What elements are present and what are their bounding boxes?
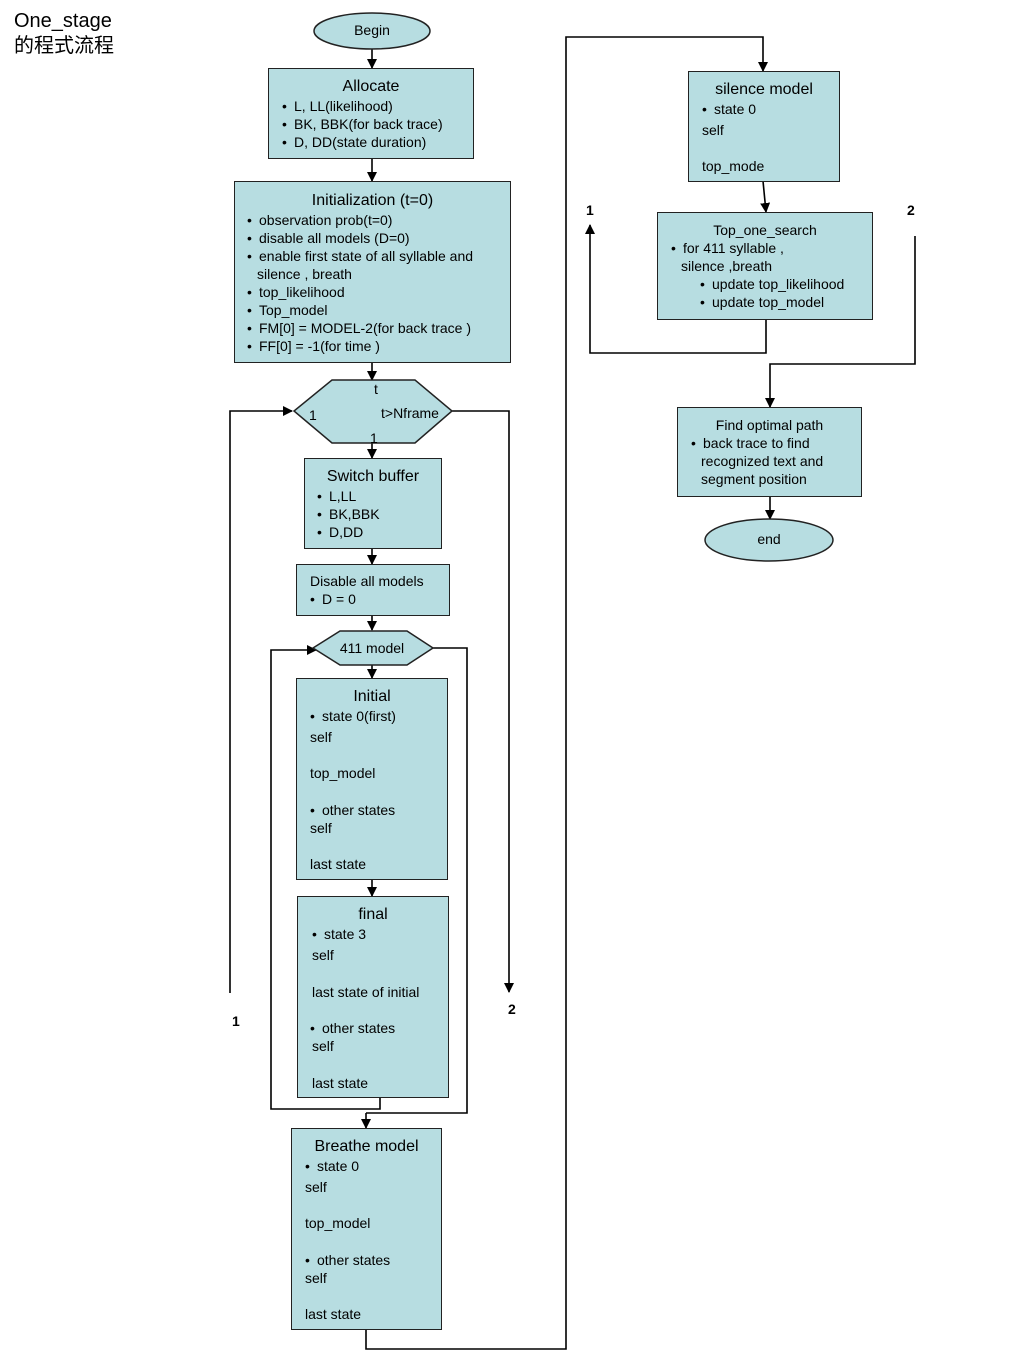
switch-title: Switch buffer <box>326 468 420 485</box>
findpath-title: Find optimal path <box>715 417 824 433</box>
topone-subitem: update top_model <box>671 293 872 311</box>
connector-right-2: 2 <box>907 202 915 218</box>
topone-item-continued: silence ,breath <box>681 258 773 274</box>
switch-item: L,LL <box>317 487 441 505</box>
allocate-item: L, LL(likelihood) <box>282 97 473 115</box>
arrow-silence-topone <box>760 180 771 213</box>
connector-left-1: 1 <box>232 1013 240 1029</box>
topone-item: for 411 syllable , <box>671 239 872 257</box>
connector-bottom-2: 2 <box>508 1001 516 1017</box>
switch-item: BK,BBK <box>317 505 441 523</box>
silence-model-box: silence model state 0 self top_mode <box>688 71 840 182</box>
wire-2-findpath <box>765 236 916 408</box>
allocate-item: D, DD(state duration) <box>282 133 473 151</box>
init-item: top_likelihood <box>247 283 510 301</box>
final-other-states: other states <box>310 1019 395 1037</box>
final-box: final state 3 self last state of initial… <box>297 896 449 1098</box>
loop-t-condition: t>Nframe <box>381 405 439 421</box>
allocate-box: Allocate L, LL(likelihood) BK, BBK(for b… <box>268 68 474 159</box>
init-item: Top_model <box>247 301 510 319</box>
initial-box: Initial state 0(first) self top_model ot… <box>296 678 448 880</box>
wire-topone-to-1 <box>585 224 767 354</box>
findpath-item-continued: segment position <box>701 471 807 487</box>
disable-title: Disable all models <box>310 573 424 589</box>
final-last-state-of-initial: last state of initial <box>312 984 420 1000</box>
initial-state0: state 0(first) <box>310 707 447 725</box>
loop-411-exit <box>366 647 468 1114</box>
loop-t-bottom-one: 1 <box>370 430 378 446</box>
title-line-2: 的程式流程 <box>14 33 114 57</box>
breathe-last-state: last state <box>305 1306 362 1322</box>
init-item: observation prob(t=0) <box>247 211 510 229</box>
silence-title: silence model <box>715 81 813 98</box>
end-shape <box>704 518 834 562</box>
topone-subitem: update top_likelihood <box>671 275 872 293</box>
final-state3: state 3 <box>312 925 448 943</box>
allocate-title: Allocate <box>342 78 400 95</box>
initial-other-states: other states <box>310 801 395 819</box>
find-optimal-path-box: Find optimal path back trace to find rec… <box>677 407 862 497</box>
end-label: end <box>757 531 781 547</box>
breathe-self-2: self <box>305 1270 327 1286</box>
final-title: final <box>358 906 388 923</box>
final-self-2: self <box>312 1038 334 1054</box>
final-self-1: self <box>312 947 334 963</box>
breathe-model-box: Breathe model state 0 self top_model oth… <box>291 1128 442 1330</box>
topone-title: Top_one_search <box>713 222 817 238</box>
final-last-state: last state <box>312 1075 369 1091</box>
initial-self-2: self <box>310 820 332 836</box>
initial-last-state: last state <box>310 856 367 872</box>
disable-item: D = 0 <box>310 590 449 608</box>
allocate-item: BK, BBK(for back trace) <box>282 115 473 133</box>
loop-t-back <box>229 406 293 993</box>
breathe-title: Breathe model <box>314 1138 419 1155</box>
initialization-box: Initialization (t=0) observation prob(t=… <box>234 181 511 363</box>
begin-label: Begin <box>354 22 390 38</box>
breathe-other-states: other states <box>305 1251 390 1269</box>
connector-right-1: 1 <box>586 202 594 218</box>
silence-self: self <box>702 122 724 138</box>
init-item: FM[0] = MODEL-2(for back trace ) <box>247 319 510 337</box>
init-item: disable all models (D=0) <box>247 229 510 247</box>
silence-state0: state 0 <box>702 100 839 118</box>
top-one-search-box: Top_one_search for 411 syllable , silenc… <box>657 212 873 320</box>
loop-t-left-one: 1 <box>309 407 317 423</box>
initial-title: Initial <box>353 688 391 705</box>
findpath-item-continued: recognized text and <box>701 453 824 469</box>
initial-top-model: top_model <box>310 765 376 781</box>
loop-t-var: t <box>374 381 378 397</box>
init-title: Initialization (t=0) <box>311 192 434 209</box>
loop-t-exit <box>452 410 514 993</box>
breathe-self-1: self <box>305 1179 327 1195</box>
init-item-continued: silence , breath <box>257 266 352 282</box>
switch-buffer-box: Switch buffer L,LL BK,BBK D,DD <box>304 458 442 549</box>
silence-top-mode: top_mode <box>702 158 765 174</box>
breathe-top-model: top_model <box>305 1215 371 1231</box>
findpath-item: back trace to find <box>691 434 861 452</box>
initial-self-1: self <box>310 729 332 745</box>
page-title: One_stage 的程式流程 <box>14 9 114 57</box>
loop-411-label: 411 model <box>339 640 405 656</box>
loop-411-back <box>270 645 381 1110</box>
loop-411-shape <box>311 630 435 666</box>
title-line-1: One_stage <box>14 10 112 32</box>
disable-models-box: Disable all models D = 0 <box>296 564 450 616</box>
begin-shape <box>313 12 431 50</box>
loop-t-shape <box>292 379 454 444</box>
switch-item: D,DD <box>317 523 441 541</box>
breathe-state0: state 0 <box>305 1157 441 1175</box>
init-item: enable first state of all syllable and <box>247 247 510 265</box>
wire-breathe-silence <box>365 36 768 1350</box>
init-item: FF[0] = -1(for time ) <box>247 337 510 355</box>
